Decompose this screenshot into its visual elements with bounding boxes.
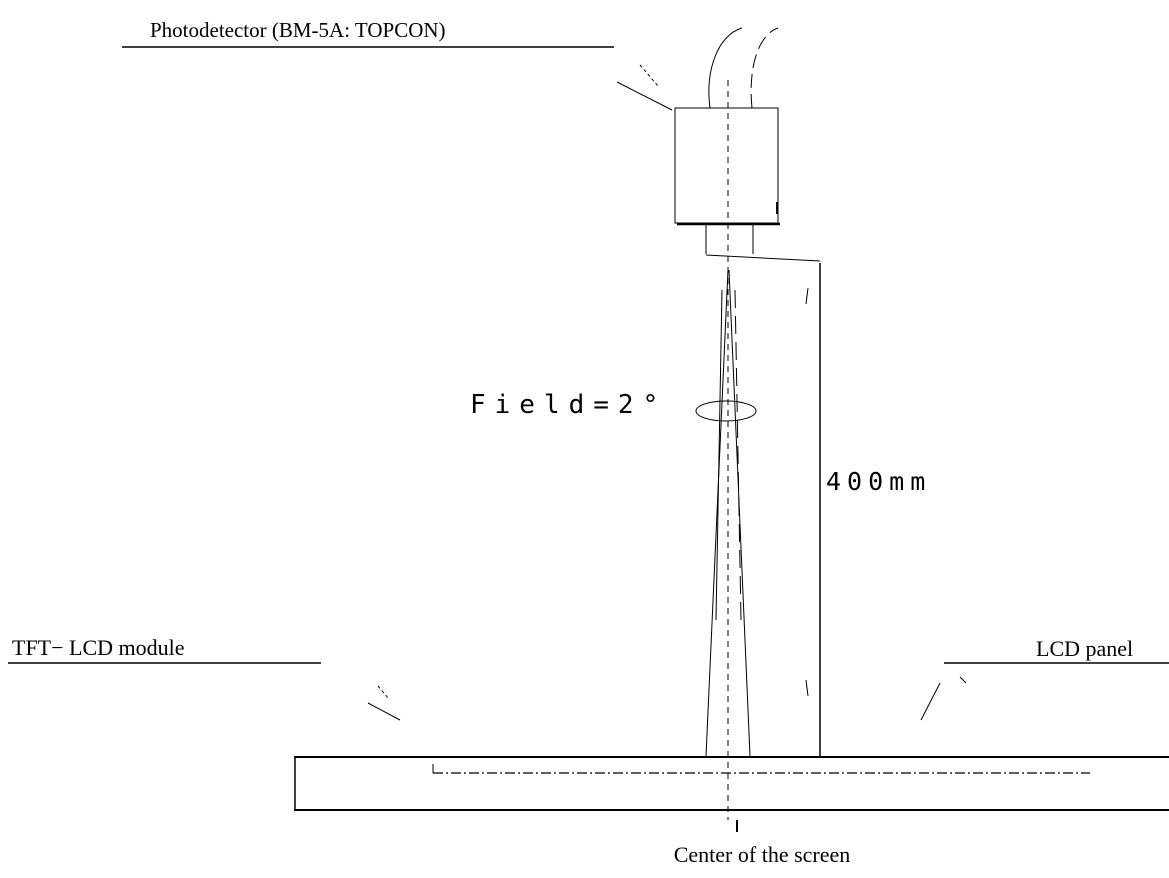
cone-inner-right (734, 289, 742, 621)
lcd-panel-pointer-line (920, 682, 941, 721)
field-ellipse (695, 400, 757, 422)
lens-barrel-bottom (705, 254, 821, 262)
center-of-screen-label: Center of the screen (674, 842, 851, 867)
detector-cable-left (708, 27, 743, 109)
cone-inner-left (715, 289, 723, 621)
distance-tick-bottom (805, 679, 809, 697)
tft-module-pointer-line (367, 702, 401, 721)
tft-module-label: TFT− LCD module (12, 635, 185, 660)
photodetector-label: Photodetector (BM-5A: TOPCON) (150, 18, 446, 42)
distance-tick-top (805, 287, 809, 305)
photodetector-pointer-line (616, 81, 673, 111)
tft-module-pointer-tick (377, 685, 389, 699)
photodetector-pointer-tick (639, 64, 659, 87)
detector-cable-right (750, 27, 779, 109)
field-angle-label: Field=2° (470, 390, 667, 420)
distance-label: 400mm (826, 467, 931, 496)
lcd-panel-label: LCD panel (1036, 636, 1133, 661)
cone-left-edge (705, 269, 729, 757)
photodetector-body (674, 107, 779, 224)
lcd-panel-pointer-tick (959, 676, 967, 684)
